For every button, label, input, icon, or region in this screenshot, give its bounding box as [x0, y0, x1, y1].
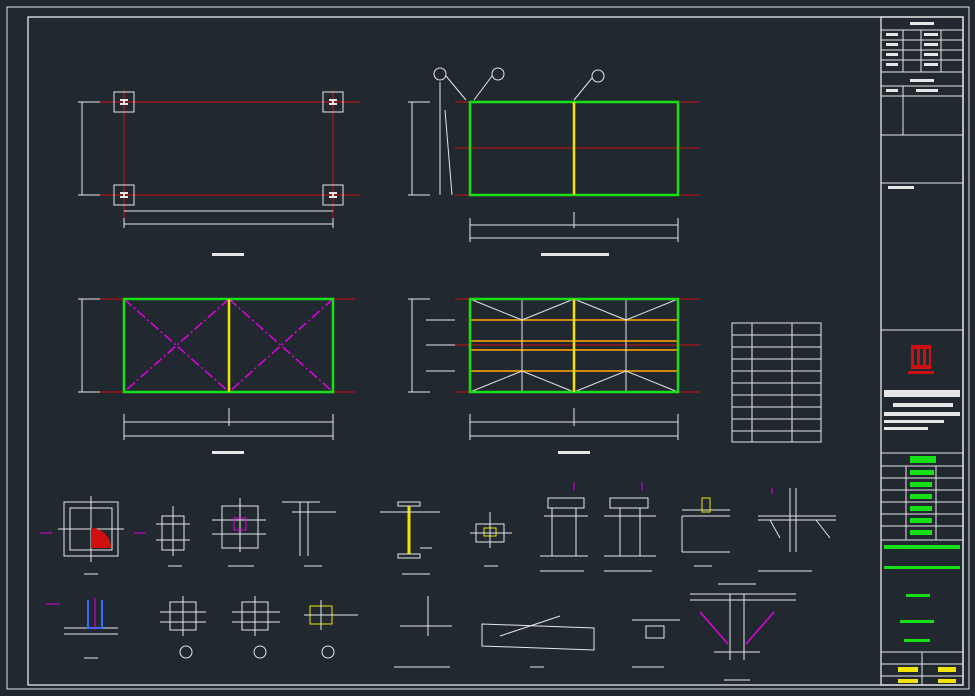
detail-n: [481, 615, 595, 668]
plan-title: [212, 253, 244, 256]
title-block-text: [886, 22, 938, 189]
detail-l: [304, 600, 358, 659]
bottom-fills: [898, 667, 956, 683]
detail-b: [212, 498, 266, 567]
axis-lines: [95, 90, 360, 220]
signature-fills: [884, 456, 960, 642]
column-marks: [120, 99, 337, 198]
detail-row-1: [40, 482, 836, 575]
plan-roof-beams: [408, 67, 700, 256]
detail-a: [156, 506, 190, 567]
detail-j: [160, 596, 206, 659]
title-block-dividers: [881, 29, 963, 653]
detail-h: [681, 497, 730, 567]
bottom-cells: [881, 652, 963, 685]
detail-e: [470, 512, 512, 567]
detail-row-2: [46, 583, 796, 681]
plan-title: [212, 451, 244, 454]
plan-title: [541, 253, 609, 256]
detail-c: [282, 501, 336, 567]
detail-base-plate: [40, 496, 146, 575]
material-table: [731, 322, 822, 443]
detail-f: [540, 482, 588, 572]
plan-bracing: [78, 297, 355, 454]
detail-anchor: [46, 598, 118, 659]
signature-rows: [881, 465, 963, 540]
detail-o: [632, 619, 680, 668]
detail-m: [394, 596, 452, 668]
cross-bracing: [123, 298, 334, 393]
detail-k: [232, 596, 280, 659]
detail-g: [604, 482, 656, 572]
detail-d: [380, 501, 440, 575]
callouts: [408, 67, 679, 242]
dimensions: [78, 298, 334, 440]
stamp-lines: [884, 390, 960, 430]
detail-i: [758, 488, 836, 572]
tie-rods: [408, 298, 679, 440]
plan-purlins: [408, 297, 700, 454]
plan-title: [558, 451, 590, 454]
detail-p: [690, 583, 796, 681]
plan-column-layout: [78, 90, 360, 256]
dimensions: [78, 101, 334, 228]
company-logo: [908, 345, 934, 374]
title-block: [880, 16, 964, 686]
column-bases: [113, 91, 344, 206]
